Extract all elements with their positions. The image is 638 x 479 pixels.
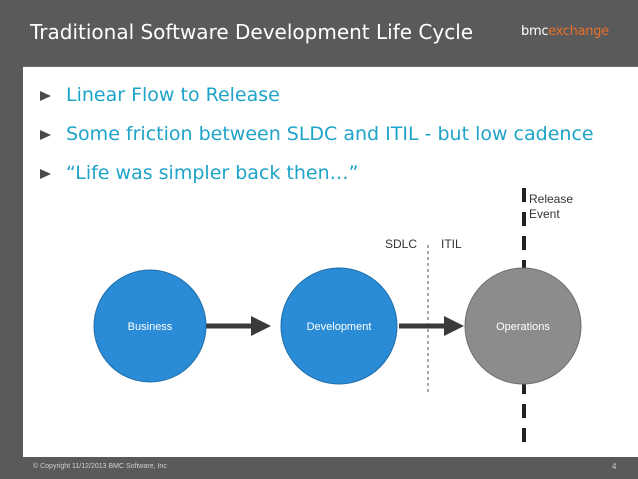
bullet-arrow-icon bbox=[40, 130, 51, 140]
bullet-text: “Life was simpler back then…” bbox=[66, 162, 359, 184]
bullet-item: Linear Flow to Release bbox=[36, 84, 594, 123]
bmc-exchange-logo: bmcexchange bbox=[521, 24, 609, 39]
release-event-label-line: Event bbox=[529, 207, 560, 221]
logo-exchange-text: exchange bbox=[548, 24, 609, 39]
logo-bmc-text: bmc bbox=[521, 24, 549, 39]
bullet-arrow-icon bbox=[40, 169, 51, 179]
bullet-text: Some friction between SLDC and ITIL - bu… bbox=[66, 123, 594, 145]
operations-node bbox=[464, 267, 582, 385]
bullet-item: Some friction between SLDC and ITIL - bu… bbox=[36, 123, 594, 162]
development-node-label: Development bbox=[307, 321, 372, 333]
bullet-item: “Life was simpler back then…” bbox=[36, 162, 594, 201]
itil-label: ITIL bbox=[441, 237, 462, 251]
copyright-text: © Copyright 11/12/2013 BMC Software, Inc bbox=[33, 463, 167, 470]
slide-title: Traditional Software Development Life Cy… bbox=[30, 20, 474, 44]
bullet-list: Linear Flow to Release Some friction bet… bbox=[36, 84, 594, 201]
sdlc-label: SDLC bbox=[385, 237, 418, 251]
title-bar: Traditional Software Development Life Cy… bbox=[0, 0, 638, 67]
left-accent-bar bbox=[0, 66, 23, 457]
business-node bbox=[93, 269, 207, 383]
release-event-label-line: Release bbox=[529, 192, 574, 206]
footer-bar: © Copyright 11/12/2013 BMC Software, Inc… bbox=[0, 457, 638, 479]
release-event-label: Release Event bbox=[529, 192, 573, 222]
page-number: 4 bbox=[612, 462, 617, 471]
bullet-text: Linear Flow to Release bbox=[66, 84, 280, 106]
business-node-label: Business bbox=[128, 321, 173, 333]
bullet-arrow-icon bbox=[40, 91, 51, 101]
operations-node-label: Operations bbox=[496, 321, 550, 333]
development-node bbox=[280, 267, 398, 385]
